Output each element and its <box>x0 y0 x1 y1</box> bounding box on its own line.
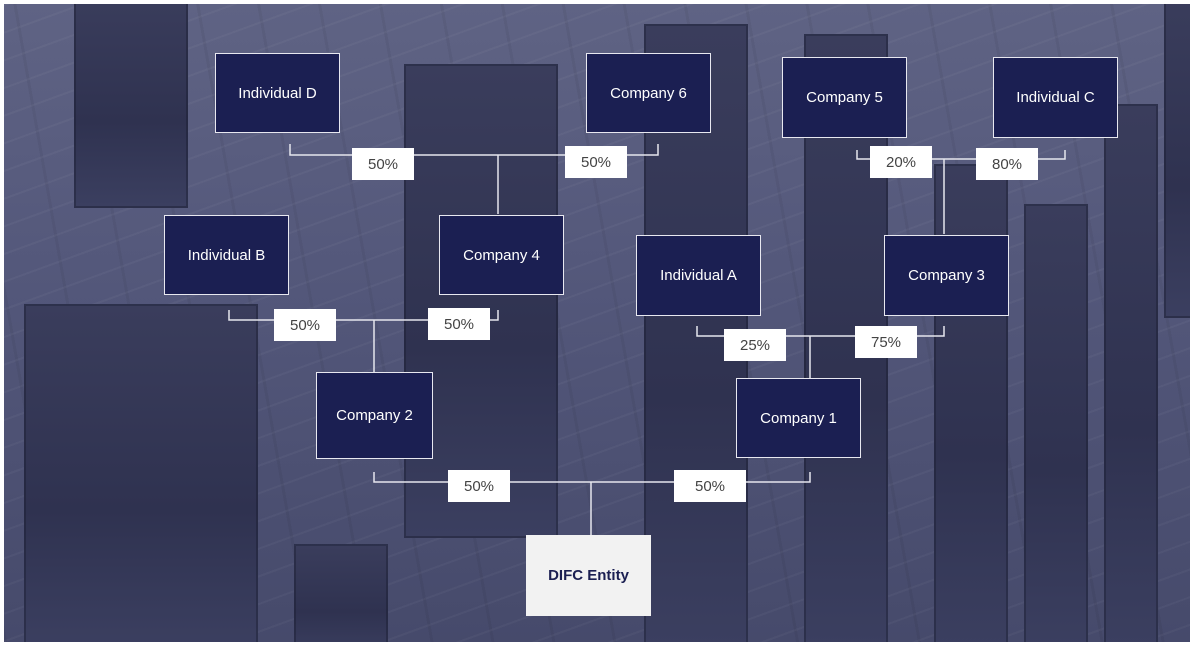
connector-bracket <box>373 472 811 483</box>
entity-individual-c: Individual C <box>993 57 1118 138</box>
ownership-label: 50% <box>565 146 627 178</box>
entity-company-5: Company 5 <box>782 57 907 138</box>
connector-bracket <box>228 310 499 321</box>
background-window <box>74 4 188 208</box>
connector-lines <box>228 144 1066 535</box>
ownership-label: 50% <box>448 470 510 502</box>
connector-bracket <box>856 150 1066 160</box>
entity-company-6: Company 6 <box>586 53 711 133</box>
connector-bracket <box>289 144 659 156</box>
ownership-label: 75% <box>855 326 917 358</box>
entity-individual-a: Individual A <box>636 235 761 316</box>
background-window <box>24 304 258 642</box>
ownership-label: 50% <box>674 470 746 502</box>
background-window <box>1024 204 1088 642</box>
diagram-canvas: Individual D Company 6 Company 5 Individ… <box>4 4 1190 642</box>
background-window <box>294 544 388 642</box>
connector-bracket <box>696 326 945 337</box>
background-window <box>1164 4 1190 318</box>
ownership-label: 50% <box>428 308 490 340</box>
entity-individual-d: Individual D <box>215 53 340 133</box>
ownership-label: 25% <box>724 329 786 361</box>
entity-individual-b: Individual B <box>164 215 289 295</box>
background-window <box>1104 104 1158 642</box>
entity-company-2: Company 2 <box>316 372 433 459</box>
ownership-label: 20% <box>870 146 932 178</box>
entity-difc-entity: DIFC Entity <box>526 535 651 616</box>
entity-company-3: Company 3 <box>884 235 1009 316</box>
entity-company-1: Company 1 <box>736 378 861 458</box>
ownership-label: 50% <box>274 309 336 341</box>
ownership-label: 80% <box>976 148 1038 180</box>
entity-company-4: Company 4 <box>439 215 564 295</box>
ownership-label: 50% <box>352 148 414 180</box>
background-window <box>404 64 558 538</box>
